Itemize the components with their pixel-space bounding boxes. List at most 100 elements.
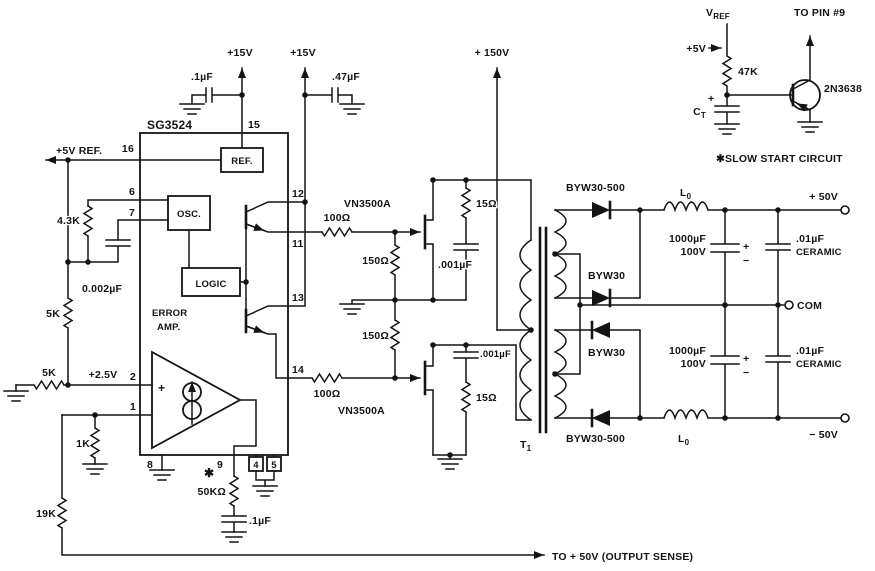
cap-01uf-top [765,209,791,306]
transformer-label: T1 [520,439,532,453]
v15-left-label: +15V [227,47,253,59]
slow-start-circuit: VREF 47K +5V CT + 2N3638 TO PIN #9 ✱SLOW… [685,6,863,167]
ground-divider [3,390,29,402]
resistor-5k-horizontal [15,379,153,391]
pin-12: 12 [292,188,304,200]
primary-bottom-wire [432,344,532,421]
transistor-emitter [791,99,811,123]
cap-1000uf-bottom-minus: − [743,367,749,379]
pin-6: 6 [129,186,135,198]
inductor-l0-top [639,201,842,213]
cap-1000uf-bottom-label: 1000µF [669,345,706,357]
cap-1000uf-top-plus: + [743,241,749,253]
cap-01uf-top-type: CERAMIC [796,247,842,258]
ct-plus-sign: + [708,93,714,105]
capacitor-0002 [67,219,169,263]
pin45-stubs [255,454,275,487]
vref-label: VREF [706,7,730,21]
mosfet-bottom-label: VN3500A [338,405,385,417]
pin-14: 14 [292,364,304,376]
v5-label: +5V [686,43,706,55]
inductor-l0-bottom-label: L0 [678,433,690,447]
resistor-100-top [287,226,354,238]
ground-source-top [339,303,365,315]
opamp-output-wire [233,399,257,477]
ground-cap01 [179,103,205,115]
slow-start-note: ✱SLOW START CIRCUIT [716,153,843,165]
cap-01uf-bottom-label: .01µF [796,345,824,357]
error-amp-label-1: ERROR [152,308,187,319]
diode-byw30-top [592,290,610,306]
resistor-47k-wire [721,23,794,96]
cap-01uf-bottom [765,304,791,419]
driver-transistor-top [245,201,289,233]
resistor-47k-label: 47K [738,66,758,78]
ground-pin45 [252,485,278,497]
cap-01-pin15-label: .1µF [191,71,213,83]
inductor-l0-bottom [639,409,842,421]
driver-transistor-bottom [245,305,289,379]
pin-1: 1 [130,401,136,413]
pin-2: 2 [130,371,136,383]
vneg-label: − 50V [809,429,838,441]
resistor-100-top-label: 100Ω [324,212,351,224]
ground-pin8 [149,469,175,481]
resistor-50k-label: 50KΩ [198,486,226,498]
pin-4: 4 [253,460,259,471]
to-pin9-label: TO PIN #9 [794,7,845,19]
cap-01uf-bottom-type: CERAMIC [796,359,842,370]
resistor-150-bottom-label: 150Ω [362,330,389,342]
v15-collector-rail [287,94,306,307]
resistor-5k-vertical [62,159,74,386]
diode-byw30500-top [592,202,610,218]
opamp-plus-sign: + [158,381,165,395]
cap-01uf-top-label: .01µF [796,233,824,245]
pin-16: 16 [122,143,134,155]
resistor-19k-sense-line [56,414,544,555]
transformer-core [538,226,548,434]
resistor-1k [61,414,153,465]
snubber-top [453,179,479,301]
cap-1000uf-top-minus: − [743,255,749,267]
transistor-2n3638-circle [789,79,821,111]
com-label: COM [797,300,822,312]
com-terminal [784,300,794,310]
diode-byw30500-bottom [592,410,610,426]
vref-out-label: +5V REF. [56,145,102,157]
v2p5-label: +2.5V [89,369,118,381]
output-section: BYW30-500 BYW30 BYW30 BYW30-500 L0 L0 10… [554,181,850,448]
resistor-19k-label: 19K [36,508,56,520]
source-rail-top [351,299,467,305]
diode-byw30-bottom-label: BYW30 [588,347,625,359]
cap-1000uf-bottom-voltage: 100V [681,358,706,370]
pin-5: 5 [271,460,277,471]
junction-dots [65,92,781,458]
cap-1000uf-bottom [710,304,740,419]
ic-outline [139,132,289,456]
rect-wires-bottom [554,329,641,419]
resistor-5k-horizontal-label: 5K [42,367,56,379]
resistor-150-bottom [389,299,401,379]
asterisk-mark: ✱ [204,466,214,480]
ground-cap047 [339,103,365,115]
driver-top-emitter-arrow [245,223,265,232]
gate-drive: 100Ω 150Ω VN3500A 15Ω .001µF 100Ω 150Ω V… [287,179,512,470]
ref-block-label: REF. [231,156,252,167]
logic-block-label: LOGIC [195,279,226,290]
resistor-5k-vertical-label: 5K [46,308,60,320]
resistor-15-bottom-label: 15Ω [476,392,497,404]
diode-byw30500-top-label: BYW30-500 [566,182,625,194]
osc-block-label: OSC. [177,209,201,220]
resistor-15-top-label: 15Ω [476,198,497,210]
top-supplies: +15V .1µF +15V .47µF + 150V [179,46,510,331]
ground-ct [714,123,740,135]
transformer-t1: T1 [432,179,581,454]
secondary-center-taps [554,253,581,375]
resistor-150-top-label: 150Ω [362,255,389,267]
ground-emitter [797,121,823,133]
ground-pin9 [221,531,247,543]
resistor-100-bottom [287,372,344,384]
resistor-4k3 [82,199,169,263]
